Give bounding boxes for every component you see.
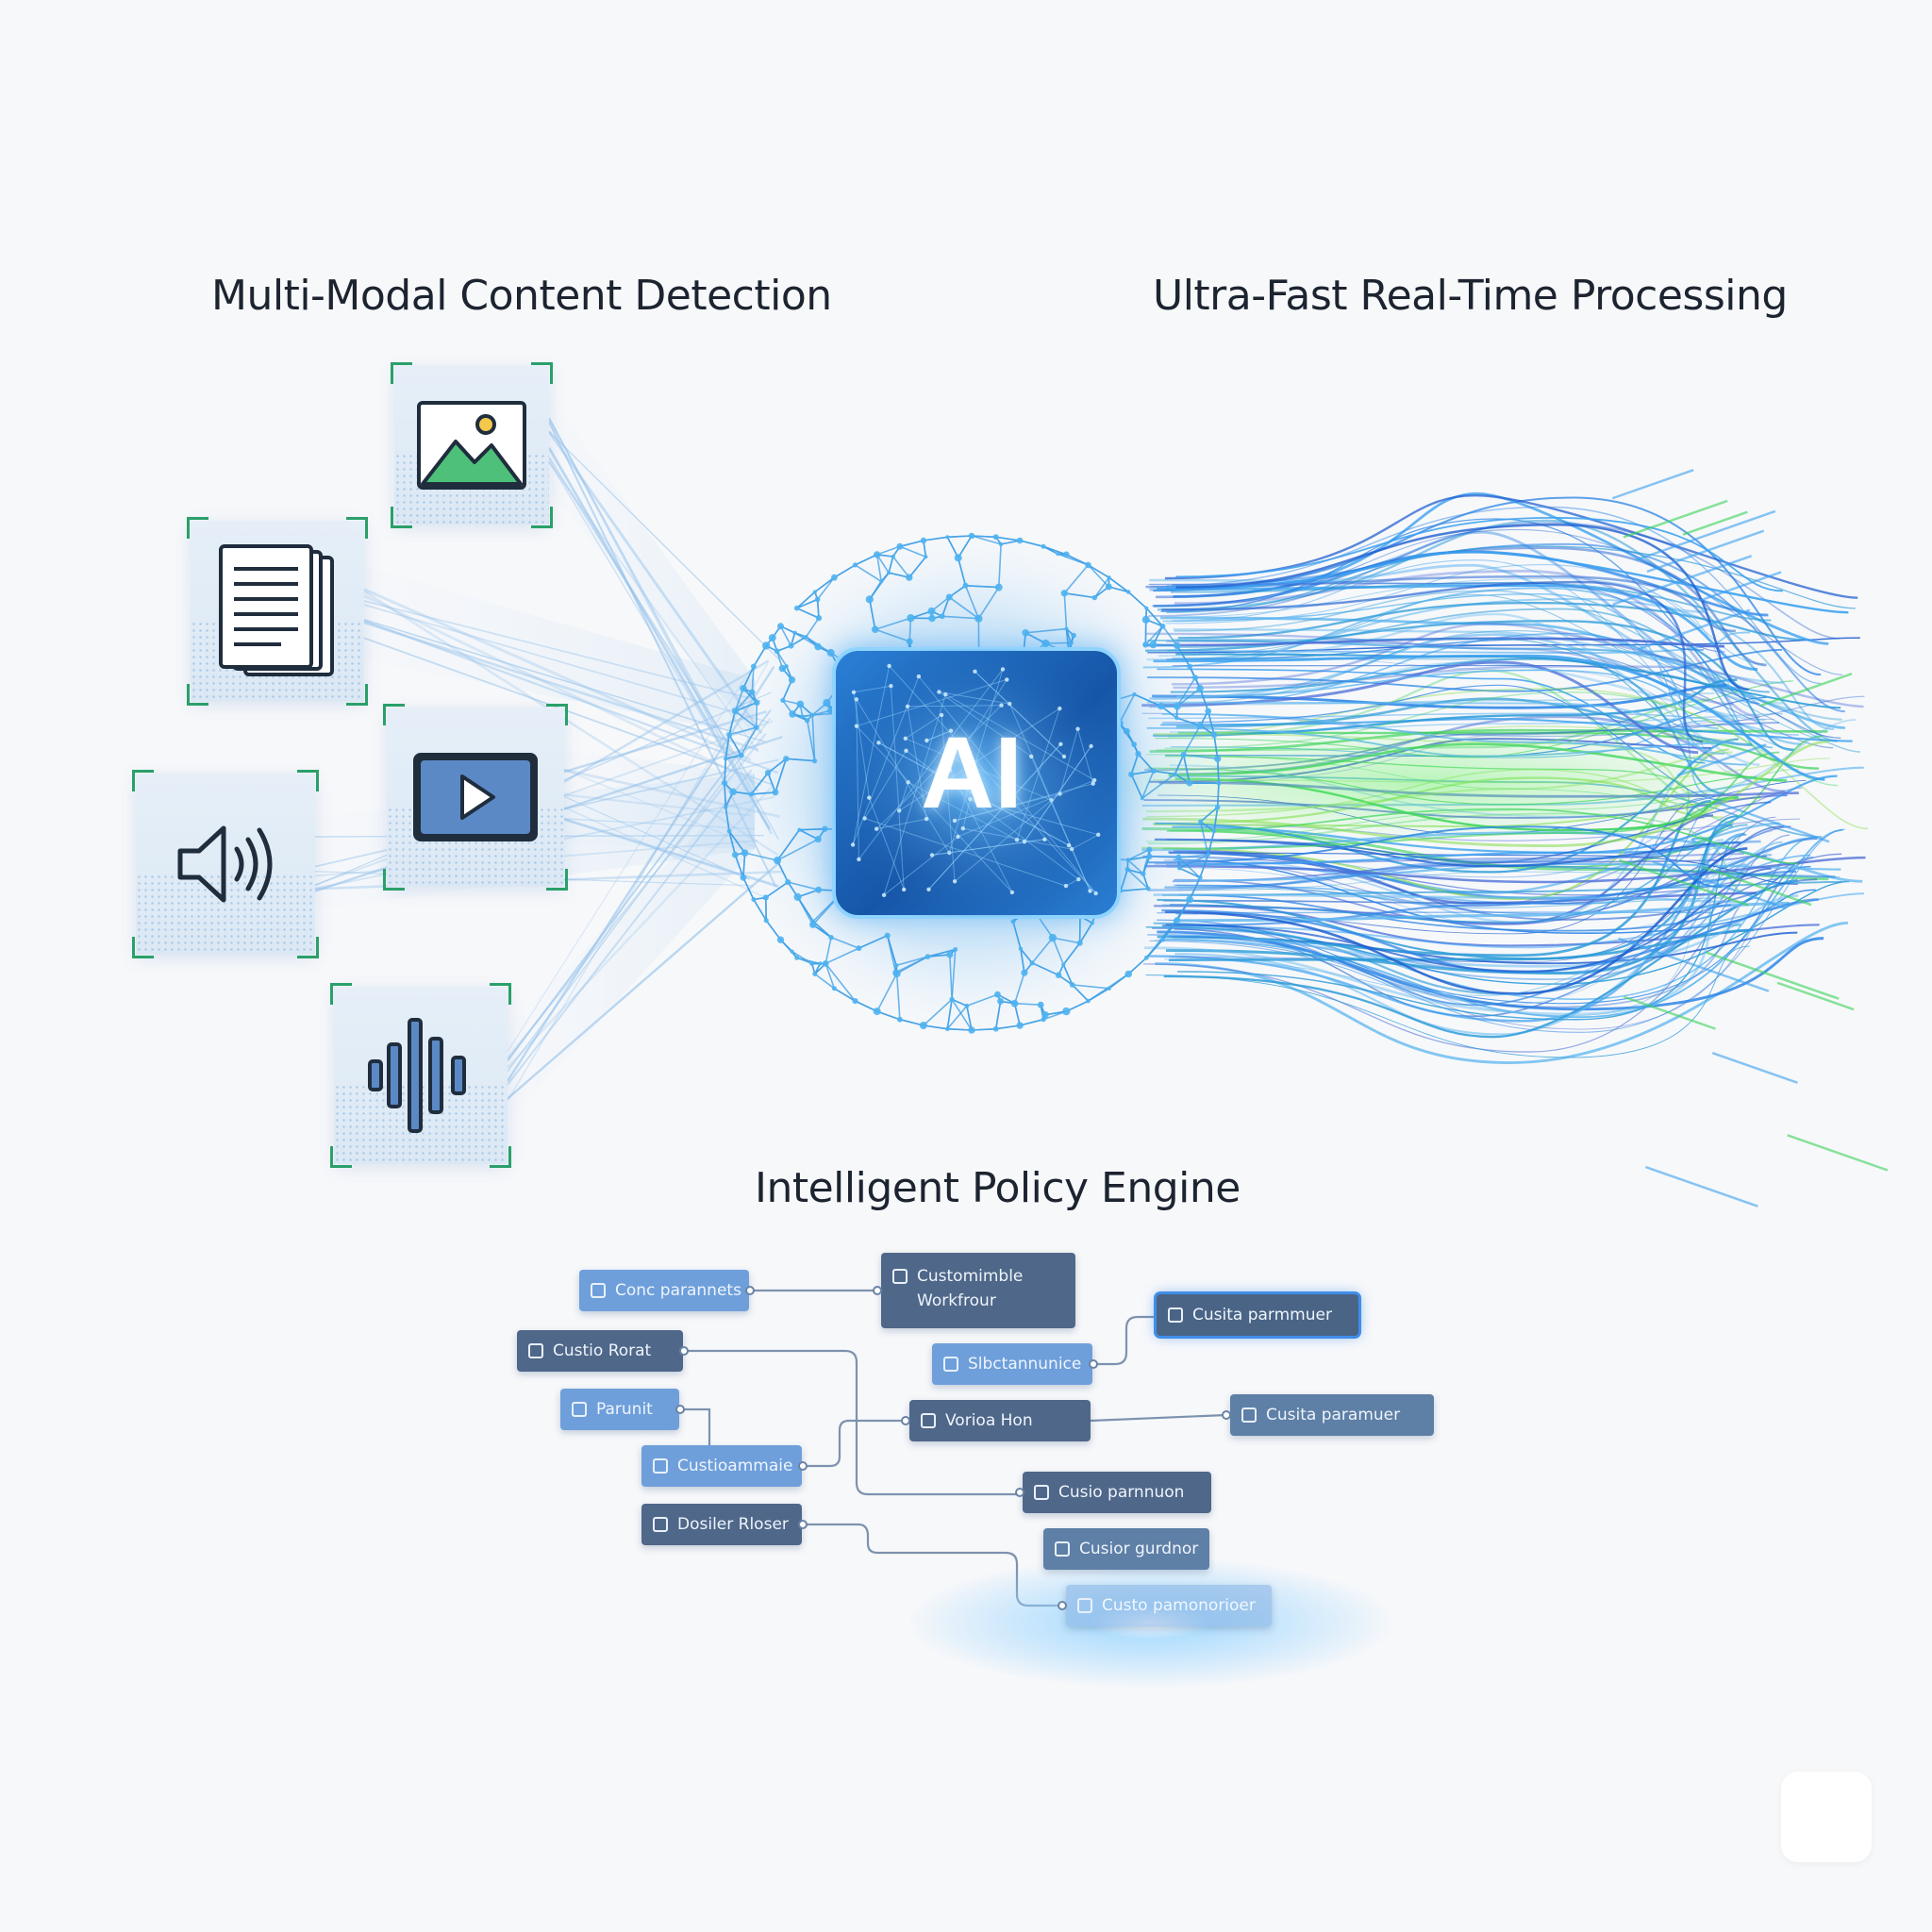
audio-card [132,770,319,958]
connector-dot [901,1416,910,1425]
connector-dot [873,1286,882,1295]
node-icon [572,1402,587,1417]
node-label: Cusita parmmuer [1192,1306,1332,1324]
heading-realtime-processing: Ultra-Fast Real-Time Processing [1153,272,1788,320]
image-icon [417,401,526,490]
document-card [187,517,368,706]
image-card [391,362,553,528]
node-icon [591,1283,606,1298]
node-icon [1168,1307,1183,1323]
node-icon [943,1357,958,1372]
node-label: Conc parannets [615,1281,741,1300]
connector-dot [679,1346,689,1356]
node-label: Parunit [596,1400,653,1419]
node-label: Slbctannunice [968,1355,1082,1374]
policy-node[interactable]: Custo pamonorioer [1066,1585,1272,1626]
policy-node[interactable]: Cusio parnnuon [1023,1472,1211,1513]
speaker-icon [177,825,273,903]
policy-connectors [680,1289,1227,1607]
speed-lines [1141,468,1889,1208]
node-label: Customimble Workfrour [917,1267,1024,1310]
policy-node[interactable]: Custio Rorat [517,1330,683,1372]
node-icon [1034,1485,1049,1500]
connector-dot [675,1405,685,1414]
policy-node[interactable]: Slbctannunice [932,1343,1092,1385]
policy-node[interactable]: Dosiler Rloser [641,1504,802,1545]
node-icon [921,1413,936,1428]
connector-dot [798,1461,808,1471]
connector-dot [1089,1359,1098,1369]
waveform-icon [368,1018,466,1133]
policy-node[interactable]: Conc parannets [579,1270,749,1311]
policy-node[interactable]: Customimble Workfrour [881,1253,1075,1328]
connector-dot [798,1520,808,1529]
document-icon [219,544,334,676]
policy-node[interactable]: Cusita paramuer [1230,1394,1434,1436]
node-label: Custo pamonorioer [1102,1596,1256,1615]
node-label: Cusita paramuer [1266,1406,1401,1424]
node-icon [1077,1598,1092,1613]
watermark-badge [1781,1772,1872,1862]
node-icon [653,1458,668,1474]
connector-dot [1015,1488,1024,1497]
node-label: Cusior gurdnor [1079,1540,1199,1558]
policy-node[interactable]: Cusita parmmuer [1157,1294,1358,1336]
policy-node[interactable]: Parunit [560,1389,679,1430]
policy-node[interactable]: Cusior gurdnor [1043,1528,1209,1570]
heading-multimodal-detection: Multi-Modal Content Detection [211,272,832,320]
node-icon [892,1269,908,1284]
node-icon [528,1343,543,1358]
node-label: Cusio parnnuon [1058,1483,1185,1502]
policy-node[interactable]: Custioammaie [641,1445,802,1487]
node-label: Custioammaie [677,1457,793,1475]
node-label: Custio Rorat [553,1341,652,1360]
node-icon [653,1517,668,1532]
ai-chip: AI [830,645,1123,919]
connector-dot [1222,1410,1231,1420]
node-label: Dosiler Rloser [677,1515,789,1534]
heading-policy-engine: Intelligent Policy Engine [755,1164,1241,1212]
node-label: Vorioa Hon [945,1411,1033,1430]
policy-node[interactable]: Vorioa Hon [909,1400,1091,1441]
connector-dot [745,1286,755,1295]
ai-chip-label: AI [921,715,1023,829]
video-play-icon [413,753,538,841]
video-card [383,704,568,891]
connector-dot [1058,1601,1067,1610]
waveform-card [330,983,511,1168]
node-icon [1055,1541,1070,1557]
node-icon [1241,1407,1257,1423]
